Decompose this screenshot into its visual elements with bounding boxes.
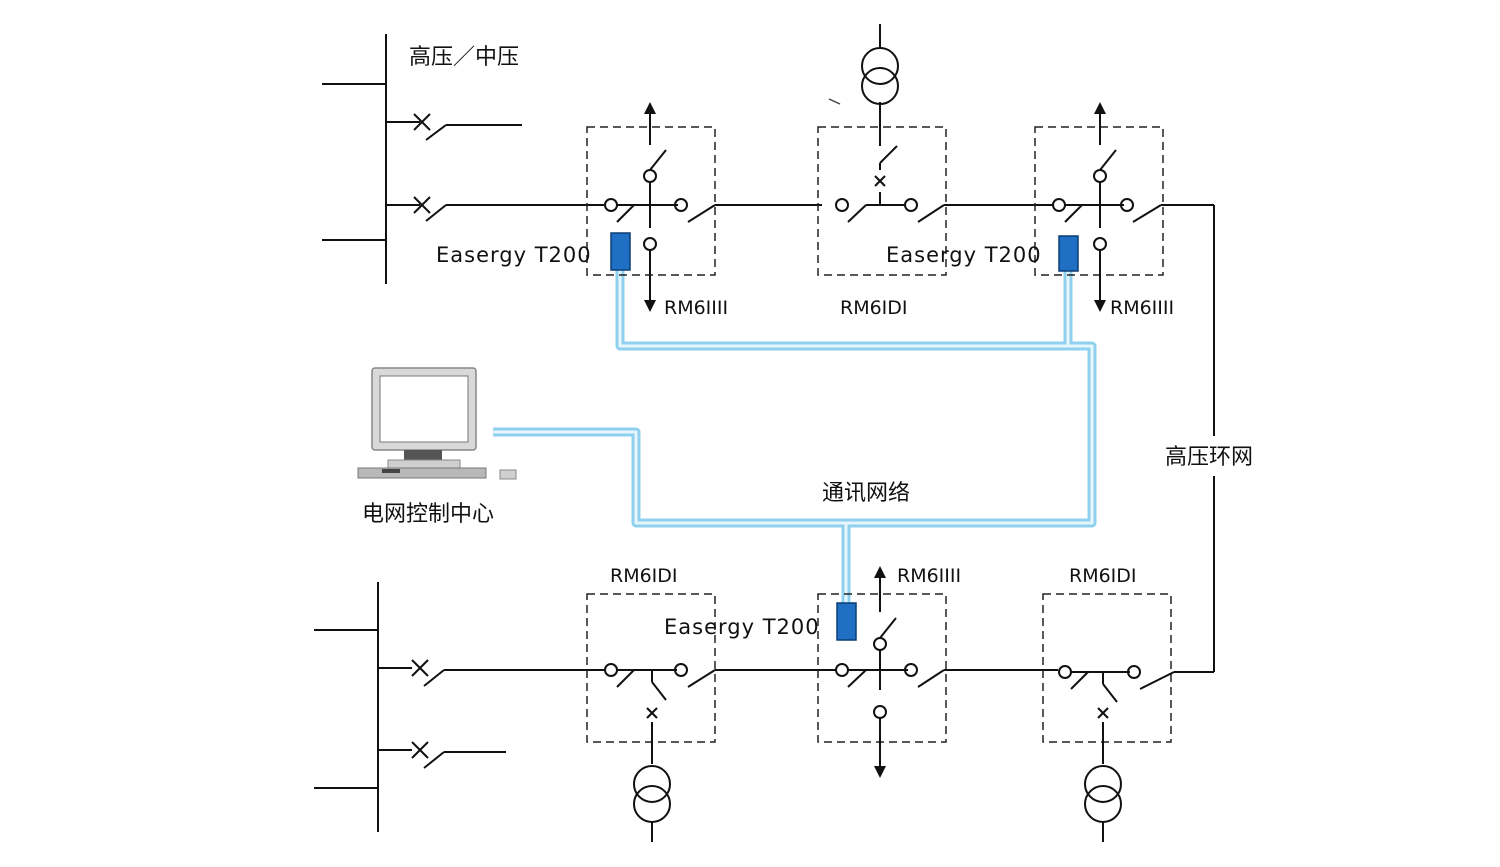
module-label-bottom-right: RM6IDI: [1069, 565, 1137, 587]
rmu-top-middle: [817, 24, 1054, 276]
module-label-top-middle: RM6IDI: [840, 297, 908, 319]
t200-label-top-right: Easergy T200: [886, 243, 1042, 267]
t200-device-top-left: [610, 232, 631, 271]
rmu-bottom-left: [586, 593, 836, 842]
t200-device-top-right: [1058, 235, 1079, 272]
hv-ring-label: 高压环网: [1165, 445, 1253, 470]
module-label-top-left: RM6IIII: [664, 297, 728, 319]
control-center-label: 电网控制中心: [362, 502, 494, 527]
module-label-bottom-left: RM6IDI: [610, 565, 678, 587]
rmu-bottom-middle: [817, 566, 1058, 778]
t200-label-top-left: Easergy T200: [436, 243, 592, 267]
bottom-source-busbar: [314, 582, 604, 832]
rmu-bottom-right: [1042, 593, 1175, 842]
top-source-busbar: [322, 34, 604, 284]
t200-label-bottom: Easergy T200: [664, 615, 820, 639]
hv-mv-label: 高压／中压: [409, 45, 519, 70]
module-label-top-right: RM6IIII: [1110, 297, 1174, 319]
module-label-bottom-middle: RM6IIII: [897, 565, 961, 587]
hv-ring-line: [1174, 205, 1215, 673]
stray-mark: [828, 98, 841, 105]
t200-device-bottom-middle: [836, 602, 857, 641]
rmu-top-left: [586, 102, 822, 312]
comm-network-label: 通讯网络: [822, 481, 910, 506]
comm-network-lines: [493, 268, 1097, 606]
rmu-top-right: [1034, 102, 1214, 312]
computer-icon: [357, 367, 517, 480]
